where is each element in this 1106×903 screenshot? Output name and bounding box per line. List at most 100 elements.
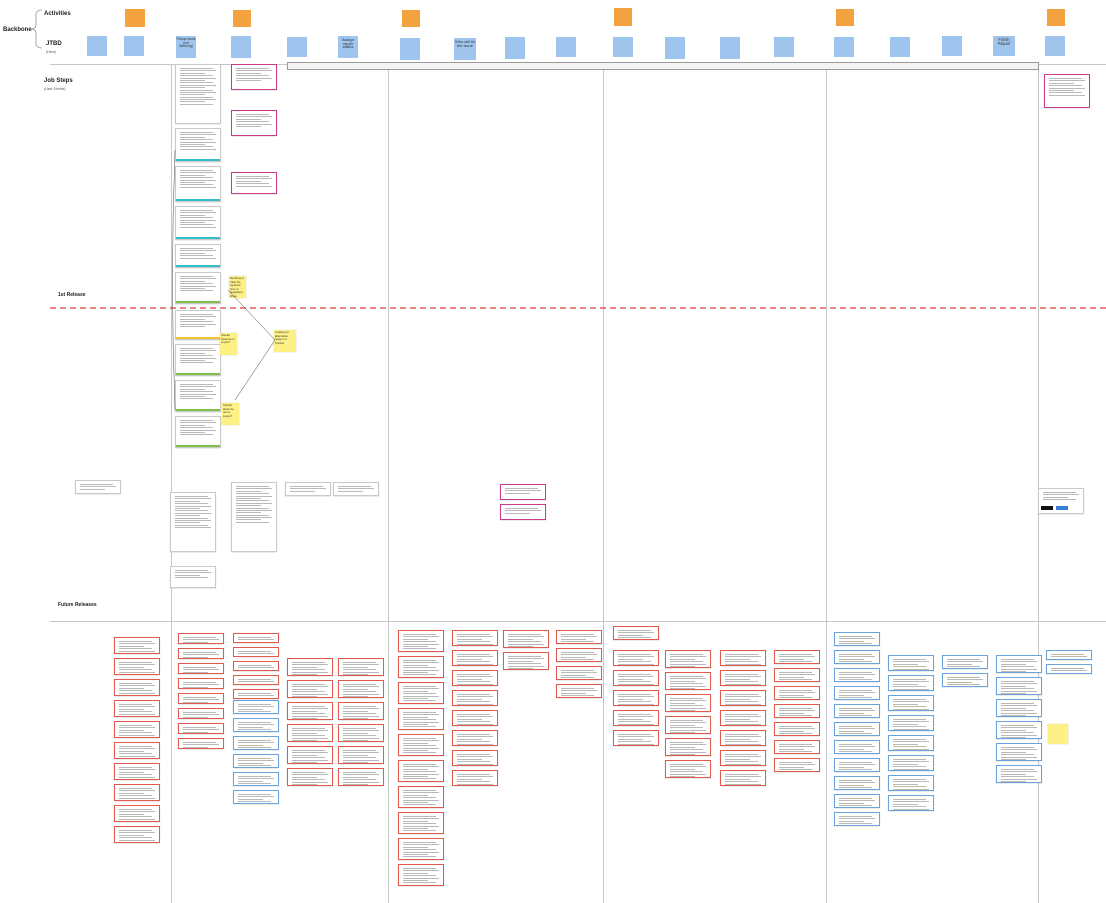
story-card[interactable] bbox=[834, 668, 880, 682]
story-card[interactable] bbox=[338, 768, 384, 786]
story-card[interactable] bbox=[996, 677, 1042, 695]
jtbd-sticky[interactable] bbox=[942, 36, 962, 56]
story-card[interactable] bbox=[996, 765, 1042, 783]
story-card[interactable] bbox=[834, 650, 880, 664]
jtbd-sticky[interactable] bbox=[665, 37, 685, 59]
story-card[interactable] bbox=[398, 734, 444, 756]
story-card[interactable] bbox=[834, 686, 880, 700]
story-card[interactable] bbox=[170, 492, 216, 552]
story-card[interactable] bbox=[178, 708, 224, 719]
jtbd-sticky[interactable] bbox=[774, 37, 794, 57]
story-card[interactable] bbox=[452, 770, 498, 786]
story-card[interactable] bbox=[774, 650, 820, 664]
story-card[interactable] bbox=[834, 794, 880, 808]
story-card[interactable] bbox=[233, 790, 279, 804]
story-card[interactable] bbox=[665, 694, 711, 712]
story-card[interactable] bbox=[613, 690, 659, 706]
story-card[interactable] bbox=[942, 673, 988, 687]
story-card[interactable] bbox=[178, 678, 224, 689]
story-card[interactable] bbox=[175, 344, 221, 376]
story-card[interactable] bbox=[774, 722, 820, 736]
story-card[interactable] bbox=[233, 647, 279, 657]
story-card[interactable] bbox=[287, 658, 333, 676]
story-card[interactable] bbox=[834, 722, 880, 736]
story-card[interactable] bbox=[398, 630, 444, 652]
story-card[interactable] bbox=[500, 484, 546, 500]
story-card[interactable] bbox=[452, 630, 498, 646]
jtbd-sticky[interactable] bbox=[720, 37, 740, 59]
story-card[interactable] bbox=[834, 740, 880, 754]
story-card[interactable] bbox=[338, 658, 384, 676]
story-card[interactable] bbox=[613, 730, 659, 746]
story-card[interactable] bbox=[287, 746, 333, 764]
story-card[interactable] bbox=[287, 724, 333, 742]
activity-sticky[interactable] bbox=[125, 9, 145, 27]
story-card[interactable] bbox=[175, 64, 221, 124]
story-card[interactable] bbox=[338, 680, 384, 698]
story-card[interactable] bbox=[774, 758, 820, 772]
story-card[interactable] bbox=[774, 668, 820, 682]
story-card[interactable] bbox=[774, 740, 820, 754]
story-card[interactable] bbox=[114, 784, 160, 801]
story-card[interactable] bbox=[834, 812, 880, 826]
story-card[interactable] bbox=[398, 656, 444, 678]
comment-sticky[interactable]: Should these be in scope? bbox=[220, 333, 237, 355]
story-card[interactable] bbox=[665, 650, 711, 668]
story-card[interactable] bbox=[888, 715, 934, 731]
story-card[interactable] bbox=[114, 721, 160, 738]
story-card[interactable] bbox=[665, 760, 711, 778]
story-card[interactable] bbox=[996, 721, 1042, 739]
story-card[interactable] bbox=[114, 658, 160, 675]
comment-sticky[interactable]: Looking for alternative reason or Tracke… bbox=[274, 330, 296, 352]
jtbd-sticky[interactable] bbox=[505, 37, 525, 59]
story-card[interactable] bbox=[398, 812, 444, 834]
story-card[interactable] bbox=[500, 504, 546, 520]
jtbd-sticky[interactable] bbox=[231, 36, 251, 58]
story-card[interactable] bbox=[834, 704, 880, 718]
story-card[interactable] bbox=[774, 704, 820, 718]
story-card[interactable] bbox=[613, 626, 659, 640]
story-card[interactable] bbox=[233, 661, 279, 671]
story-card[interactable] bbox=[888, 775, 934, 791]
story-card[interactable] bbox=[720, 750, 766, 766]
story-card[interactable] bbox=[888, 695, 934, 711]
story-card[interactable] bbox=[231, 110, 277, 136]
story-card[interactable] bbox=[114, 742, 160, 759]
story-card[interactable] bbox=[720, 730, 766, 746]
story-card[interactable] bbox=[888, 795, 934, 811]
story-card[interactable] bbox=[888, 735, 934, 751]
story-card[interactable] bbox=[398, 786, 444, 808]
story-card[interactable] bbox=[75, 480, 121, 494]
story-card[interactable] bbox=[665, 738, 711, 756]
activity-sticky[interactable] bbox=[402, 10, 420, 27]
story-card[interactable] bbox=[452, 710, 498, 726]
story-card[interactable] bbox=[175, 272, 221, 304]
comment-sticky[interactable] bbox=[1048, 724, 1068, 744]
story-card[interactable] bbox=[114, 763, 160, 780]
story-card[interactable] bbox=[1044, 74, 1090, 108]
jtbd-sticky[interactable] bbox=[1045, 36, 1065, 56]
story-card[interactable] bbox=[452, 730, 498, 746]
story-card[interactable] bbox=[175, 206, 221, 240]
story-card[interactable] bbox=[175, 380, 221, 412]
story-card[interactable] bbox=[398, 838, 444, 860]
story-card[interactable] bbox=[503, 652, 549, 670]
story-card[interactable] bbox=[287, 768, 333, 786]
story-card[interactable] bbox=[114, 679, 160, 696]
story-card[interactable] bbox=[114, 826, 160, 843]
story-card[interactable] bbox=[178, 693, 224, 704]
story-card[interactable] bbox=[333, 482, 379, 496]
story-card[interactable] bbox=[287, 680, 333, 698]
story-card[interactable] bbox=[452, 650, 498, 666]
story-card[interactable] bbox=[613, 670, 659, 686]
story-card[interactable] bbox=[888, 755, 934, 771]
story-card[interactable] bbox=[720, 690, 766, 706]
jtbd-sticky[interactable] bbox=[124, 36, 144, 56]
story-card[interactable] bbox=[1038, 488, 1084, 514]
jtbd-sticky-finish[interactable]: Finish Repair bbox=[993, 36, 1015, 56]
story-card[interactable] bbox=[398, 864, 444, 886]
story-card[interactable] bbox=[613, 650, 659, 666]
story-card[interactable] bbox=[888, 655, 934, 671]
story-card[interactable] bbox=[231, 482, 277, 552]
jtbd-sticky[interactable] bbox=[613, 37, 633, 57]
